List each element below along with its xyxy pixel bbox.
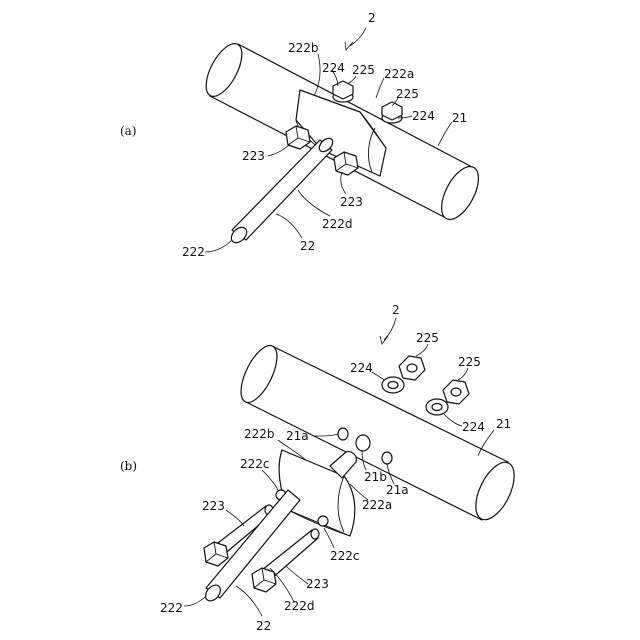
callout-b-224-a: 224: [350, 361, 373, 375]
callout-b-225-a: 225: [416, 331, 439, 345]
nut-225-a-1: [333, 81, 353, 102]
callout-b-222a: 222a: [362, 498, 392, 512]
callout-b-224-b: 224: [462, 420, 485, 434]
callout-b-225-b: 225: [458, 355, 481, 369]
callout-b-222: 222: [160, 601, 183, 615]
callout-a-222b: 222b: [288, 41, 319, 55]
callout-a-21: 21: [452, 111, 467, 125]
callout-b-222b: 222b: [244, 427, 275, 441]
panel-b-label: (b): [120, 459, 137, 473]
callout-b-222c-bottom: 222c: [330, 549, 360, 563]
callout-b-21: 21: [496, 417, 511, 431]
callout-b-222d: 222d: [284, 599, 315, 613]
callout-b-21a-bottom: 21a: [386, 483, 409, 497]
panel-b: (b): [120, 303, 522, 633]
callout-b-21a-top: 21a: [286, 429, 309, 443]
callout-b-222c-top: 222c: [240, 457, 270, 471]
callout-b-22: 22: [256, 619, 271, 633]
callout-a-22: 22: [300, 239, 315, 253]
nut-225-b-2: [443, 380, 469, 404]
callout-a-223-right: 223: [340, 195, 363, 209]
callout-b-2: 2: [392, 303, 400, 317]
callout-b-223-right: 223: [306, 577, 329, 591]
nut-225-a-2: [382, 102, 402, 123]
washer-224-b-1: [382, 377, 404, 393]
callout-a-2: 2: [368, 11, 376, 25]
panel-a: (a): [120, 11, 486, 259]
callout-a-225-top: 225: [352, 63, 375, 77]
bolt-head-223-a-2: [334, 152, 358, 175]
callout-a-225-right: 225: [396, 87, 419, 101]
washer-224-b-2: [426, 399, 448, 415]
callout-a-222a: 222a: [384, 67, 414, 81]
callout-a-222: 222: [182, 245, 205, 259]
callout-b-223-left: 223: [202, 499, 225, 513]
panel-a-label: (a): [120, 124, 137, 138]
nut-225-b-1: [399, 356, 425, 380]
callout-a-223-left: 223: [242, 149, 265, 163]
callout-a-224-right: 224: [412, 109, 435, 123]
callout-b-21b: 21b: [364, 470, 387, 484]
callout-a-224-top: 224: [322, 61, 345, 75]
callout-a-222d: 222d: [322, 217, 353, 231]
